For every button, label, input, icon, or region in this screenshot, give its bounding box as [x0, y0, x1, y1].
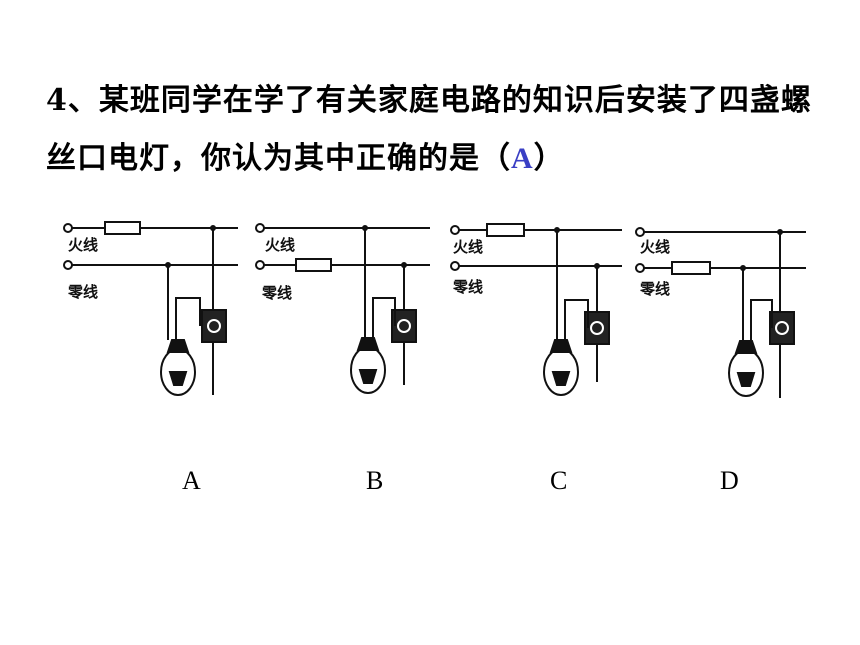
question-suffix: ） [533, 141, 565, 176]
neutral-wire-label-c: 零线 [452, 278, 483, 296]
circuit-diagram-a [63, 221, 238, 396]
question-text: 4、某班同学在学了有关家庭电路的知识后安装了四盏螺丝口电灯，你认为其中正确的是（… [46, 72, 836, 188]
option-label-b: B [366, 466, 384, 495]
live-wire-label-b: 火线 [265, 236, 295, 254]
neutral-wire-label-a: 零线 [67, 283, 98, 301]
live-wire-label-d: 火线 [640, 238, 670, 256]
option-label-c: C [550, 466, 568, 495]
fuse [104, 221, 141, 235]
fuse [295, 258, 332, 272]
option-label-d: D [720, 466, 739, 495]
circuit-diagram-b [255, 223, 430, 394]
fuse [486, 223, 525, 237]
question-prefix: 4、某班同学在学了有关家庭电路的知识后安装了四盏螺丝口电灯，你认为其中正确的是（ [46, 83, 812, 176]
live-wire-label-c: 火线 [453, 238, 483, 256]
circuit-diagram-c [450, 223, 622, 396]
circuit-diagram-d [635, 227, 806, 398]
option-label-a: A [182, 466, 201, 495]
neutral-wire-label-d: 零线 [639, 280, 670, 298]
live-wire-label-a: 火线 [68, 236, 98, 254]
answer-text: A [511, 142, 534, 175]
fuse [671, 261, 711, 275]
neutral-wire-label-b: 零线 [261, 284, 292, 302]
